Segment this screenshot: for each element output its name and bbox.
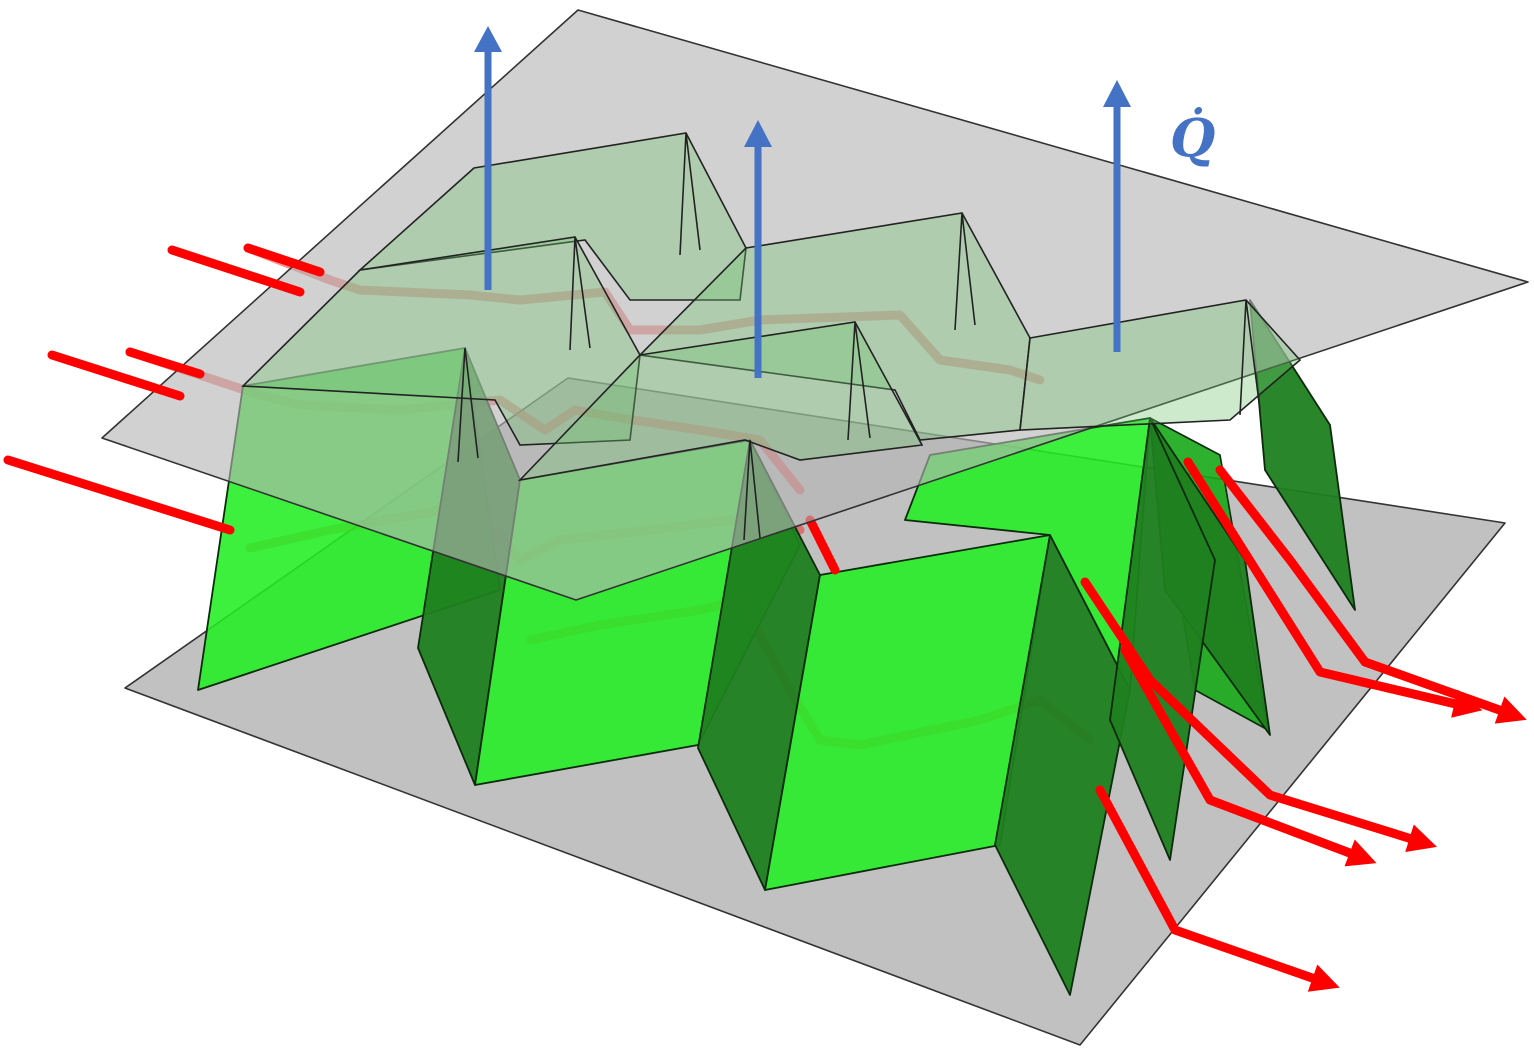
- upper-fin-edge-1: [679, 132, 701, 256]
- heat-flow-arrow-head-2: [744, 120, 772, 147]
- upper-fin-edge-7: [743, 439, 761, 541]
- fluid-flow-path-7: [1095, 785, 1340, 992]
- upper-fin-2: [241, 236, 641, 446]
- fluid-flow-path-6: [1120, 645, 1377, 867]
- fluid-flow-path-1: [3, 455, 235, 535]
- fluid-inlet-1: [167, 245, 305, 297]
- fluid-inlet-4: [125, 347, 205, 379]
- fluid-flow-path-4: [1215, 465, 1527, 724]
- fluid-flow-path-2: [805, 515, 840, 575]
- upper-fin-3: [638, 212, 1031, 441]
- upper-fin-edge-6: [457, 347, 479, 463]
- upper-fin-4: [1019, 299, 1302, 431]
- fin-side-4: [1109, 417, 1216, 861]
- fluid-flow-path-3: [1183, 457, 1483, 718]
- heat-flow-arrow-head-1: [474, 26, 502, 52]
- fluid-inlet-2: [243, 243, 325, 277]
- fin-face-4: [904, 417, 1151, 691]
- fluid-inlet-3: [47, 350, 185, 401]
- upper-fin-edges: [457, 132, 1261, 541]
- fluid-flow-inlets: [47, 243, 325, 401]
- upper-fin-edge-5: [1239, 299, 1261, 416]
- fluid-flow-path-5: [1080, 577, 1438, 853]
- upper-fin-edge-3: [954, 212, 976, 331]
- upper-fin-edge-2: [569, 236, 591, 351]
- fin-back-2: [1249, 299, 1356, 611]
- heat-flow-arrow-head-3: [1103, 80, 1131, 107]
- fluid-flow-visible: [3, 455, 1527, 992]
- heat-flow-arrows: [474, 26, 1131, 378]
- upper-fins: [241, 132, 1302, 482]
- heat-flow-label: Q̇: [1170, 107, 1215, 169]
- upper-fin-edge-4: [847, 321, 871, 441]
